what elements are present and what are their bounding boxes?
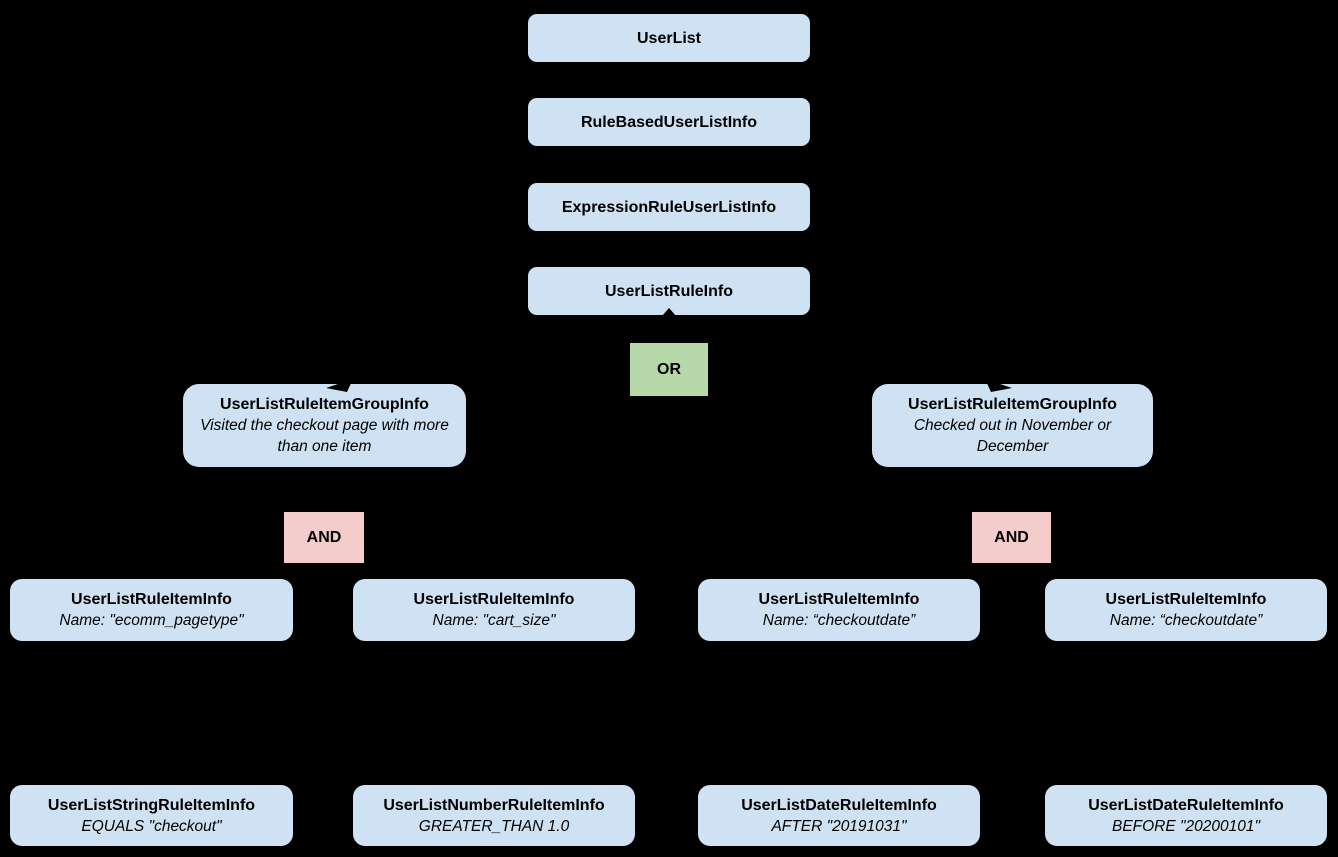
operand-condition: EQUALS "checkout" bbox=[81, 817, 222, 835]
ruleitem-title: UserListRuleItemInfo bbox=[1105, 591, 1267, 608]
node-stringruleitem-equals-checkout: UserListStringRuleItemInfo EQUALS "check… bbox=[10, 785, 293, 846]
node-ruleitem-checkoutdate-2: UserListRuleItemInfo Name: “checkoutdate… bbox=[1045, 579, 1327, 641]
ruleitem-title: UserListRuleItemInfo bbox=[71, 591, 232, 608]
ruleitem-name: Name: “checkoutdate” bbox=[762, 612, 916, 629]
ruleitem-name: Name: "cart_size" bbox=[432, 612, 556, 629]
or-operator-node: OR bbox=[630, 343, 708, 396]
group-description: Visited the checkout page with more than… bbox=[200, 417, 449, 455]
ruleitem-name: Name: “checkoutdate” bbox=[1109, 612, 1263, 629]
operand-title: UserListDateRuleItemInfo bbox=[1088, 796, 1284, 814]
node-group-checkout-page: UserListRuleItemGroupInfo Visited the ch… bbox=[183, 384, 466, 467]
and-operator-label: AND bbox=[994, 528, 1029, 546]
node-userlistruleinfo-label: UserListRuleInfo bbox=[604, 282, 733, 300]
ruleitem-title: UserListRuleItemInfo bbox=[413, 591, 575, 608]
operand-title: UserListNumberRuleItemInfo bbox=[383, 796, 605, 814]
and-operator-node-left: AND bbox=[284, 512, 364, 563]
group-description: Checked out in November or December bbox=[913, 417, 1112, 455]
node-userlist: UserList bbox=[528, 14, 810, 62]
operand-condition: GREATER_THAN 1.0 bbox=[418, 817, 570, 835]
operand-condition: BEFORE "20200101" bbox=[1111, 817, 1260, 835]
ruleitem-title: UserListRuleItemInfo bbox=[758, 591, 920, 608]
node-dateruleitem-before: UserListDateRuleItemInfo BEFORE "2020010… bbox=[1045, 785, 1327, 846]
or-operator-label: OR bbox=[657, 360, 681, 378]
node-rulebaseduserlistinfo-label: RuleBasedUserListInfo bbox=[580, 113, 758, 131]
node-group-checked-out-nov-dec: UserListRuleItemGroupInfo Checked out in… bbox=[872, 384, 1153, 467]
and-operator-node-right: AND bbox=[972, 512, 1051, 563]
node-expressionruleuserlistinfo-label: ExpressionRuleUserListInfo bbox=[561, 198, 777, 216]
node-expressionruleuserlistinfo: ExpressionRuleUserListInfo bbox=[528, 183, 810, 231]
node-ruleitem-ecomm-pagetype: UserListRuleItemInfo Name: "ecomm_pagety… bbox=[10, 579, 293, 641]
group-title: UserListRuleItemGroupInfo bbox=[220, 396, 429, 413]
node-ruleitem-cart-size: UserListRuleItemInfo Name: "cart_size" bbox=[353, 579, 635, 641]
node-userlistruleinfo: UserListRuleInfo bbox=[528, 267, 810, 315]
node-numberruleitem-greater-than: UserListNumberRuleItemInfo GREATER_THAN … bbox=[353, 785, 635, 846]
node-rulebaseduserlistinfo: RuleBasedUserListInfo bbox=[528, 98, 810, 146]
operand-condition: AFTER "20191031" bbox=[771, 817, 907, 835]
and-operator-label: AND bbox=[306, 528, 342, 546]
node-dateruleitem-after: UserListDateRuleItemInfo AFTER "20191031… bbox=[698, 785, 980, 846]
node-userlist-label: UserList bbox=[636, 29, 702, 47]
group-title: UserListRuleItemGroupInfo bbox=[908, 396, 1117, 413]
node-ruleitem-checkoutdate-1: UserListRuleItemInfo Name: “checkoutdate… bbox=[698, 579, 980, 641]
ruleitem-name: Name: "ecomm_pagetype" bbox=[59, 612, 244, 629]
operand-title: UserListStringRuleItemInfo bbox=[47, 796, 256, 814]
operand-title: UserListDateRuleItemInfo bbox=[741, 796, 937, 814]
